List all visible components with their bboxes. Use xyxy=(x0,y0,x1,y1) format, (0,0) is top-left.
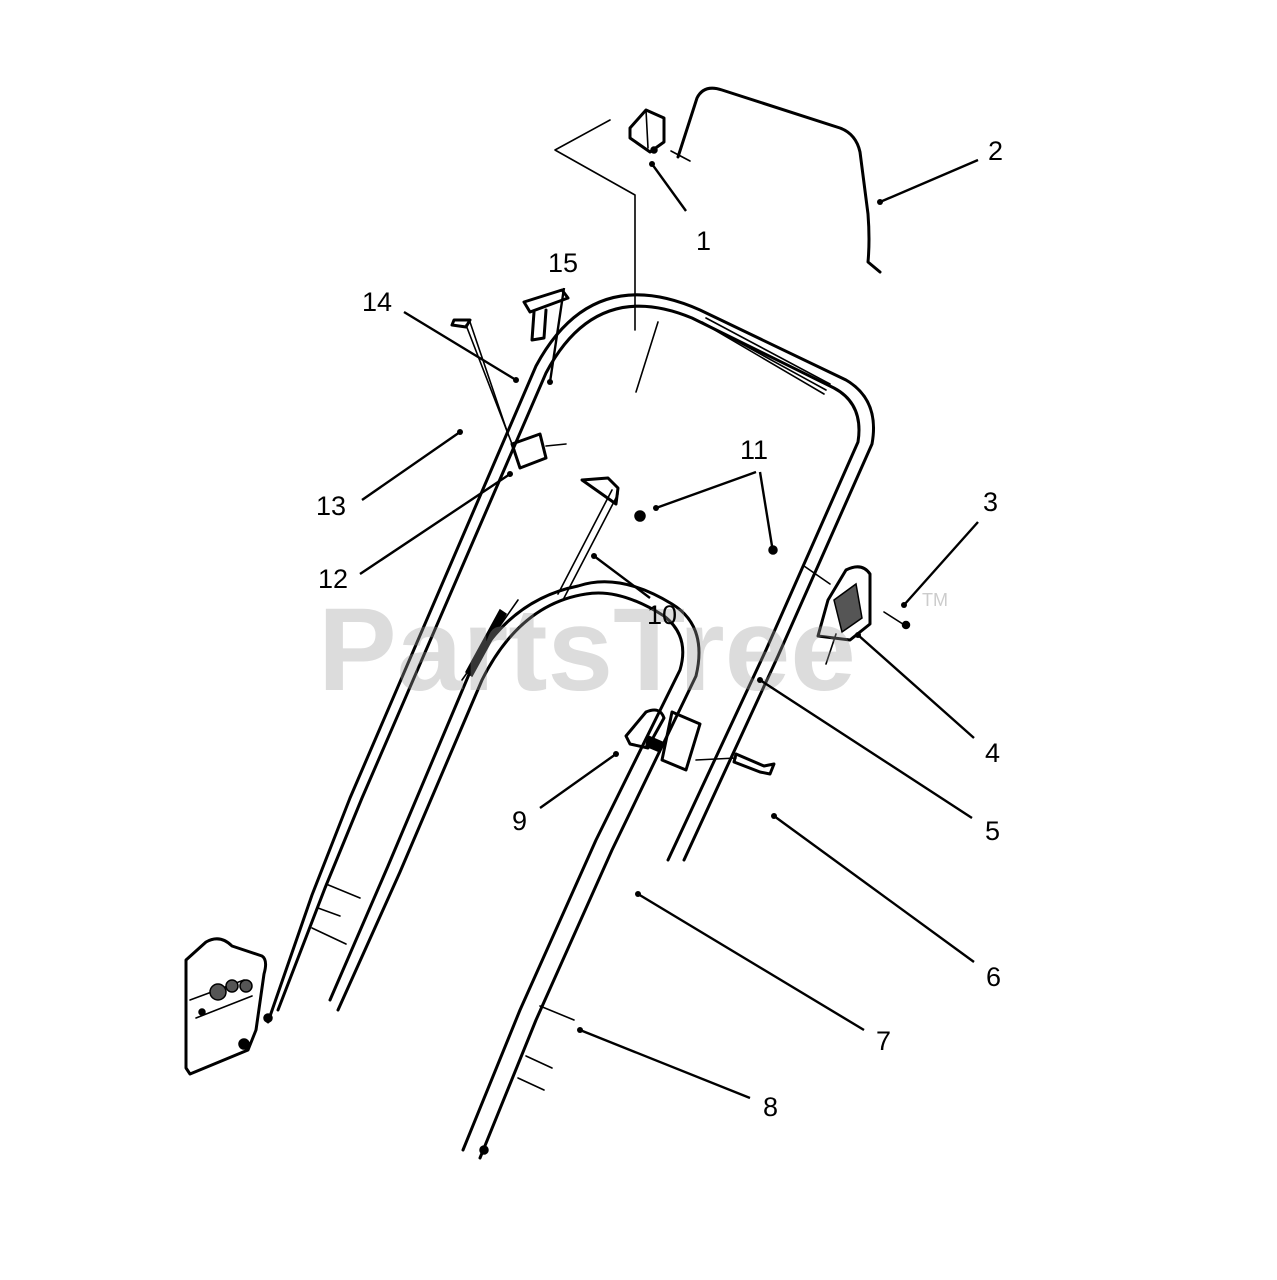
part-10-cable[interactable] xyxy=(557,321,659,599)
leader-lines xyxy=(359,158,979,1100)
handle-clamp xyxy=(660,710,702,772)
callout-10: 10 xyxy=(647,600,677,630)
handle-sleeve-left xyxy=(311,883,361,945)
handle-pivot-right xyxy=(479,1145,489,1155)
callout-8: 8 xyxy=(763,1092,778,1122)
callout-6: 6 xyxy=(986,962,1001,992)
callout-5: 5 xyxy=(985,816,1000,846)
watermark: PartsTree TM xyxy=(318,584,948,716)
callout-3: 3 xyxy=(983,487,998,517)
callout-12: 12 xyxy=(318,564,348,594)
part-5-upper-handle[interactable] xyxy=(266,293,875,1024)
callout-2: 2 xyxy=(988,136,1003,166)
bracket-reference-line xyxy=(554,119,636,331)
watermark-tm: TM xyxy=(922,590,948,610)
callout-7: 7 xyxy=(876,1026,891,1056)
handle-sleeve-right xyxy=(517,1005,575,1091)
watermark-text: PartsTree xyxy=(318,584,856,716)
callout-4: 4 xyxy=(985,738,1000,768)
part-1-bracket[interactable] xyxy=(628,108,666,154)
height-adjuster-bracket xyxy=(184,937,268,1076)
part-3-screw[interactable] xyxy=(883,611,911,630)
part-2-bail-bar[interactable] xyxy=(670,86,882,274)
part-13-adjuster[interactable] xyxy=(450,318,513,445)
part-15-cable-clip[interactable] xyxy=(522,288,570,342)
part-11-nuts[interactable] xyxy=(634,510,778,555)
callout-14: 14 xyxy=(362,287,392,317)
part-6-bolt[interactable] xyxy=(695,752,776,776)
callout-1: 1 xyxy=(696,226,711,256)
part-12-cable-connector[interactable] xyxy=(510,432,567,470)
callout-labels: 1 2 3 4 5 6 7 8 9 10 11 12 13 14 15 xyxy=(316,136,1003,1122)
handle-pivot-left xyxy=(263,1013,273,1023)
part-7-lower-handle[interactable] xyxy=(328,580,701,1160)
part-9-knob[interactable] xyxy=(624,708,666,754)
part-4-control-housing[interactable] xyxy=(803,565,872,665)
callout-11: 11 xyxy=(740,435,768,465)
callout-13: 13 xyxy=(316,491,346,521)
callout-9: 9 xyxy=(512,806,527,836)
callout-15: 15 xyxy=(548,248,578,278)
